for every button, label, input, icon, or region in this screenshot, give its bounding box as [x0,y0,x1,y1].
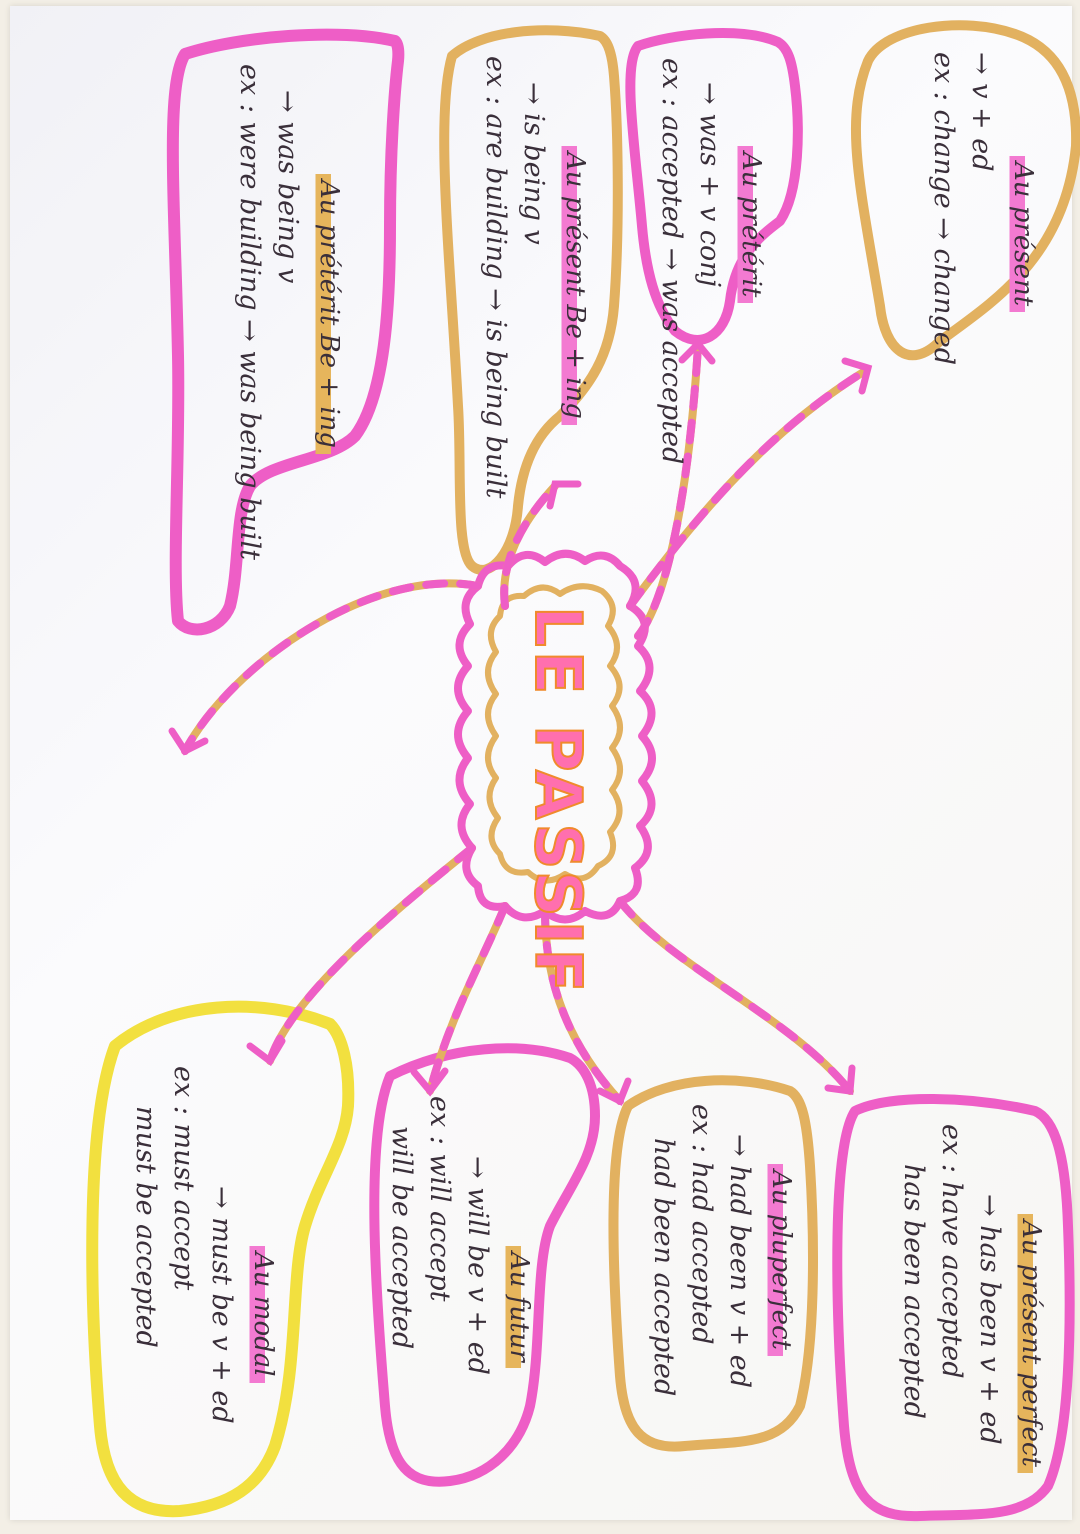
node-present: Au présent → v + ed ex : change → change… [924,46,1042,365]
center-title: LE PASSIF [519,605,595,997]
connectors [168,338,873,1106]
node-present-perfect-line-1: → has been v + ed [974,1194,1005,1445]
node-preterit-line-1: → was + v conj [694,82,725,288]
node-future-title: Au futur [500,1246,538,1368]
node-modal-line-2: ex : must accept [168,1066,199,1291]
node-present-title: Au présent [1004,156,1042,313]
blob-modal [86,1000,355,1518]
node-present-line-1: → v + ed [966,52,997,172]
arrowhead-future [410,1067,449,1097]
node-future-line-1: → will be v + ed [462,1156,493,1375]
node-present-perfect: Au présent perfect → has been v + ed ex … [894,1124,1050,1473]
blob-pluperfect [608,1075,818,1452]
node-modal: Au modal → must be v + ed ex : must acce… [126,1066,282,1424]
center-cloud-inner [485,583,623,884]
node-pluperfect-title: Au pluperfect [762,1164,800,1356]
node-present-line-2: ex : change → changed [928,52,959,366]
node-preterit: Au prétérit → was + v conj ex : accepted… [652,58,770,464]
arrowhead-preterit [678,338,716,365]
node-pluperfect-line-2: ex : had accepted [686,1104,717,1345]
node-pluperfect-line-1: → had been v + ed [724,1134,755,1389]
paper-sheet: LE PASSIF Au présent → v + ed ex : chang… [10,6,1080,1522]
connector-modal [266,844,476,1065]
node-present-perfect-line-3: has been accepted [898,1164,929,1419]
node-modal-line-1: → must be v + ed [206,1186,237,1424]
arrowhead-present [841,357,873,395]
blob-preterit-be-ing [166,28,405,636]
node-present-perfect-line-2: ex : have accepted [936,1124,967,1379]
node-present-be-ing-line-1: → is being v [518,82,549,245]
blob-present-be-ing [439,25,623,575]
node-preterit-title: Au prétérit [732,146,770,304]
node-preterit-be-ing-line-2: ex : were building → was being built [234,64,265,560]
arrowhead-preterit-be-ing [168,727,209,756]
node-present-be-ing-line-2: ex : are building → is being built [480,56,511,499]
node-preterit-line-2: ex : accepted → was accepted [656,58,687,465]
node-present-be-ing-title: Au présent Be + ing [556,146,594,425]
node-preterit-be-ing-line-1: → was being v [272,90,303,284]
blob-future [369,1043,600,1487]
node-pluperfect-line-3: had been accepted [648,1138,679,1397]
node-future: Au futur → will be v + ed ex : will acce… [382,1096,538,1375]
arrowhead-present-perfect [824,1064,856,1095]
blob-present [850,20,1080,361]
node-pluperfect: Au pluperfect → had been v + ed ex : had… [644,1104,800,1396]
node-modal-line-3: must be accepted [130,1106,161,1348]
node-preterit-be-ing-title: Au prétérit Be + ing [310,174,348,455]
mind-map-canvas: LE PASSIF Au présent → v + ed ex : chang… [10,6,1080,1534]
node-future-line-3: will be accepted [386,1126,417,1350]
arrowhead-present-be-ing [546,480,582,510]
node-preterit-be-ing: Au prétérit Be + ing → was being v ex : … [230,64,348,560]
mind-map-drawing [86,20,1080,1522]
arrowhead-pluperfect [596,1077,632,1106]
node-future-line-2: ex : will accept [424,1096,455,1302]
node-modal-title: Au modal [244,1246,282,1383]
node-present-be-ing: Au présent Be + ing → is being v ex : ar… [476,56,594,498]
arrowhead-modal [246,1037,286,1067]
blob-present-perfect [832,1094,1075,1522]
node-present-perfect-title: Au présent perfect [1012,1214,1050,1473]
blob-preterit [625,28,803,345]
